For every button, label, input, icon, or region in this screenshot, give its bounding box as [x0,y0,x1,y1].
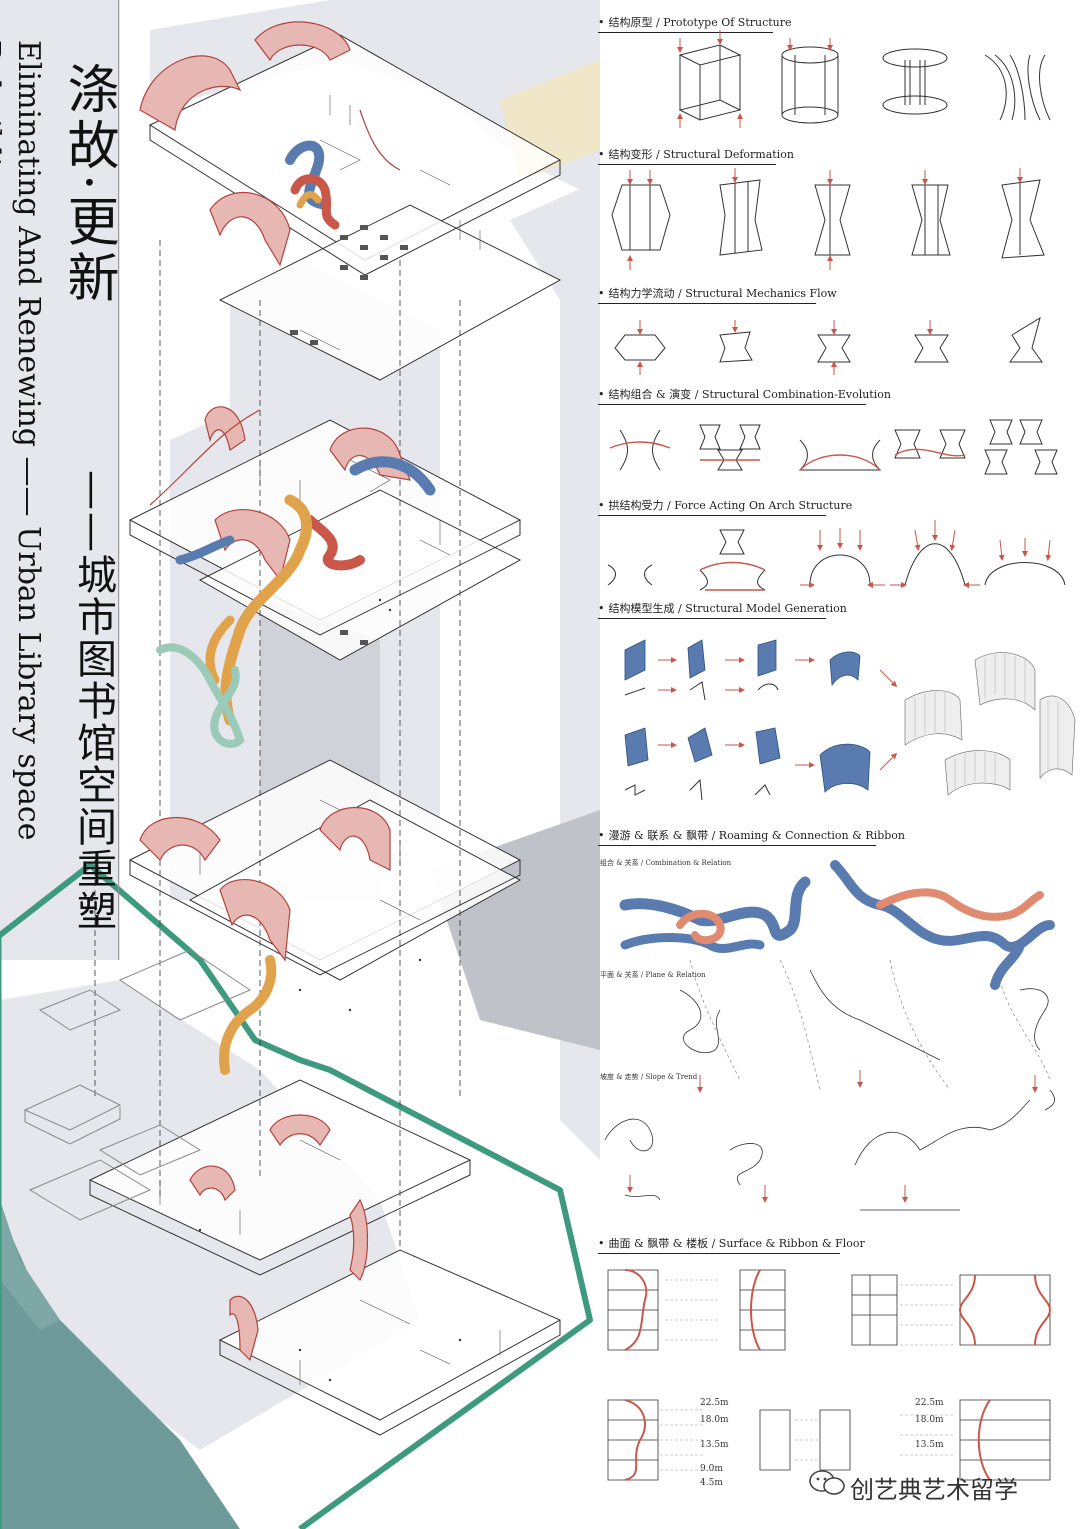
level-label: 9.0m [700,1464,723,1474]
title-block: 涤故·更新 ——城市图书馆空间重塑 Eliminating And Renewi… [0,0,120,960]
river [0,1210,240,1529]
level-label: 13.5m [700,1440,729,1450]
red-ribbon-top [290,174,340,230]
section-header-5: •拱结构受力 / Force Acting On Arch Structure [598,499,853,512]
main-title-cn: 涤故·更新 [58,62,118,307]
teal-ribbon [156,643,245,748]
section-header-8: •曲面 & 飘带 & 楼板 / Surface & Ribbon & Floor [598,1237,865,1250]
level-label: 22.5m [700,1398,729,1408]
blue-ribbon-top [285,140,330,210]
orange-ribbon-low [219,955,277,1075]
level-label: 18.0m [700,1415,729,1425]
site-boundary [0,862,593,1529]
section-header-4: •结构组合 & 演变 / Structural Combination-Evol… [598,388,891,401]
section-en: Prototype Of Structure [663,16,792,29]
blue-ribbon-mid [349,456,436,496]
exploded-axonometric-drawing [0,0,600,1529]
section-en: Structural Deformation [663,148,794,161]
title-en: Eliminating And Renewing —— Urban Librar… [0,40,46,841]
section-en: Structural Model Generation [685,602,847,615]
section-cn: 结构模型生成 [608,602,675,615]
section-en: Structural Combination-Evolution [702,388,891,401]
section-header-2: •结构变形 / Structural Deformation [598,148,794,161]
section-en: Roaming & Connection & Ribbon [718,829,906,842]
watermark-text: 创艺典艺术留学 [850,1476,1018,1504]
section-header-3: •结构力学流动 / Structural Mechanics Flow [598,287,837,300]
roaming-blue-ribbon-1 [619,876,811,941]
level-label: 18.0m [915,1415,944,1425]
title-dots: • • [82,895,98,916]
section-cn: 结构组合 & 演变 [608,388,692,401]
structure-diagrams [604,30,1076,1481]
subtitle-cn: ——城市图书馆空间重塑 [70,470,116,932]
subhead-slope: 坡度 & 走势 / Slope & Trend [600,1073,698,1081]
roaming-blue-ribbon-2 [830,860,1055,990]
section-header-6: •结构模型生成 / Structural Model Generation [598,602,847,615]
section-cn: 结构变形 [608,148,653,161]
roaming-red-ribbon-1 [676,909,725,945]
level-label: 4.5m [700,1478,723,1488]
orange-ribbon-mid [220,494,313,726]
red-ribbon-mid [305,515,365,571]
section-en: Force Acting On Arch Structure [674,499,853,512]
level-label: 13.5m [915,1440,944,1450]
section-en: Surface & Ribbon & Floor [718,1237,865,1250]
section-cn: 曲面 & 飘带 & 楼板 [608,1237,709,1250]
section-cn: 漫游 & 联系 & 飘带 [608,829,709,842]
title-divider [118,0,119,960]
section-header-7: •漫游 & 联系 & 飘带 / Roaming & Connection & R… [598,829,906,842]
subhead-combination: 组合 & 关系 / Combination & Relation [600,859,732,867]
level-label: 22.5m [915,1398,944,1408]
subhead-plane: 平面 & 关系 / Plane & Relation [600,971,706,979]
section-cn: 拱结构受力 [608,499,664,512]
arch-ribbon-top-1 [139,55,242,131]
section-en: Structural Mechanics Flow [685,287,837,300]
section-cn: 结构力学流动 [608,287,675,300]
wechat-icon [809,1470,845,1495]
section-cn: 结构原型 [608,16,653,29]
roaming-red-ribbon-2 [876,888,1044,921]
section-header-1: •结构原型 / Prototype Of Structure [598,16,792,29]
